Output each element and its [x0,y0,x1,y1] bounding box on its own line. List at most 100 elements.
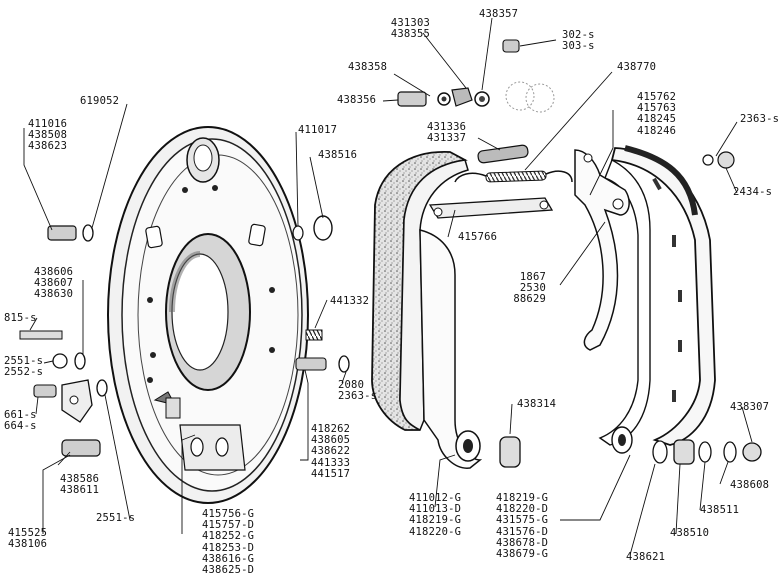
part-number: 411013-D [409,503,462,516]
part-number: 438608 [730,479,770,491]
part-number: 438510 [670,527,710,539]
part-number: 438356 [337,94,377,106]
part-number: 438611 [60,484,100,497]
part-number: 431575-G [496,514,549,527]
part-number: 438605 [311,434,351,447]
part-number: 411017 [298,124,338,136]
part-number: 2080 [338,379,365,391]
part-number: 418219-G [496,492,549,504]
part-number: 431336 [427,121,467,133]
part-number: 438606 [34,266,74,278]
parking-lever [574,149,630,351]
part-number: 664-s [4,420,37,433]
mid-hardware [292,215,350,373]
part-number: 661-s [4,409,37,421]
part-number: 438357 [479,8,519,20]
part-number: 438622 [311,445,351,458]
callout-438516: 438516 [318,149,357,161]
part-number: 418219-G [409,514,462,527]
part-number: 2551-s [96,512,136,524]
part-number: 438314 [517,398,557,410]
part-number: 2552-s [4,366,44,379]
callout-438608: 438608 [730,479,770,491]
part-number: 1867 [519,271,546,283]
callout-438510: 438510 [670,527,710,539]
callout-415766: 415766 [458,231,498,243]
part-number: 2363-s [740,113,780,125]
part-number: 438630 [34,288,74,301]
part-number: 619052 [80,95,120,107]
backing-plate [107,126,309,504]
brake-shoe-lined [371,151,483,469]
part-number: 418246 [637,124,677,137]
callout-2363s-top: 2363-s [740,113,780,125]
part-number: 418262 [311,423,351,435]
part-number: 438625-D [202,564,255,577]
part-number: 411016 [28,118,68,130]
part-number: 441333 [311,456,351,469]
part-number: 438623 [28,140,68,153]
part-number: 438586 [60,473,100,485]
part-number: 415762 [637,91,677,103]
return-spring [454,144,573,183]
part-number: 302-s [562,29,595,41]
callout-815s: 815-s [4,312,37,324]
part-number: 2551-s [4,355,44,367]
part-number: 411012-G [409,492,462,504]
part-number: 415756-G [202,508,255,520]
part-number: 88629 [513,293,546,306]
part-number: 418245 [637,113,677,126]
part-number: 438307 [730,401,770,413]
part-number: 418252-G [202,530,255,543]
part-number: 438678-D [496,536,549,549]
part-number: 438355 [390,28,430,41]
part-number: 431576-D [496,525,549,538]
part-number: 438770 [617,61,657,73]
left-hardware [19,224,108,457]
part-number: 2363-s [338,390,378,403]
callout-438511: 438511 [700,504,740,516]
part-number: 415763 [637,102,677,115]
strut-bar [428,197,554,219]
callout-411017: 411017 [298,124,338,136]
right-hardware [499,151,762,468]
part-number: 438607 [34,277,74,290]
callout-2434s: 2434-s [733,186,772,198]
callout-438314: 438314 [517,398,557,410]
part-number: 438511 [700,504,740,516]
part-number: 418220-G [409,525,462,538]
callout-438770: 438770 [617,61,657,73]
part-number: 438616-G [202,552,255,565]
part-number: 415757-D [202,519,255,532]
callout-438358: 438358 [348,61,388,73]
part-number: 438679-G [496,548,549,561]
top-hardware [397,39,555,113]
part-number: 441517 [311,467,351,480]
part-number: 438358 [348,61,388,73]
callout-438621: 438621 [626,551,665,563]
part-number: 431303 [390,17,430,29]
part-number: 815-s [4,312,37,324]
callout-441332: 441332 [330,295,369,307]
part-number: 415766 [458,231,498,243]
callout-438356: 438356 [337,94,377,106]
callout-438307: 438307 [730,401,770,413]
part-number: 431337 [427,132,467,145]
callout-438357: 438357 [479,8,519,20]
part-number: 418253-D [202,541,255,554]
